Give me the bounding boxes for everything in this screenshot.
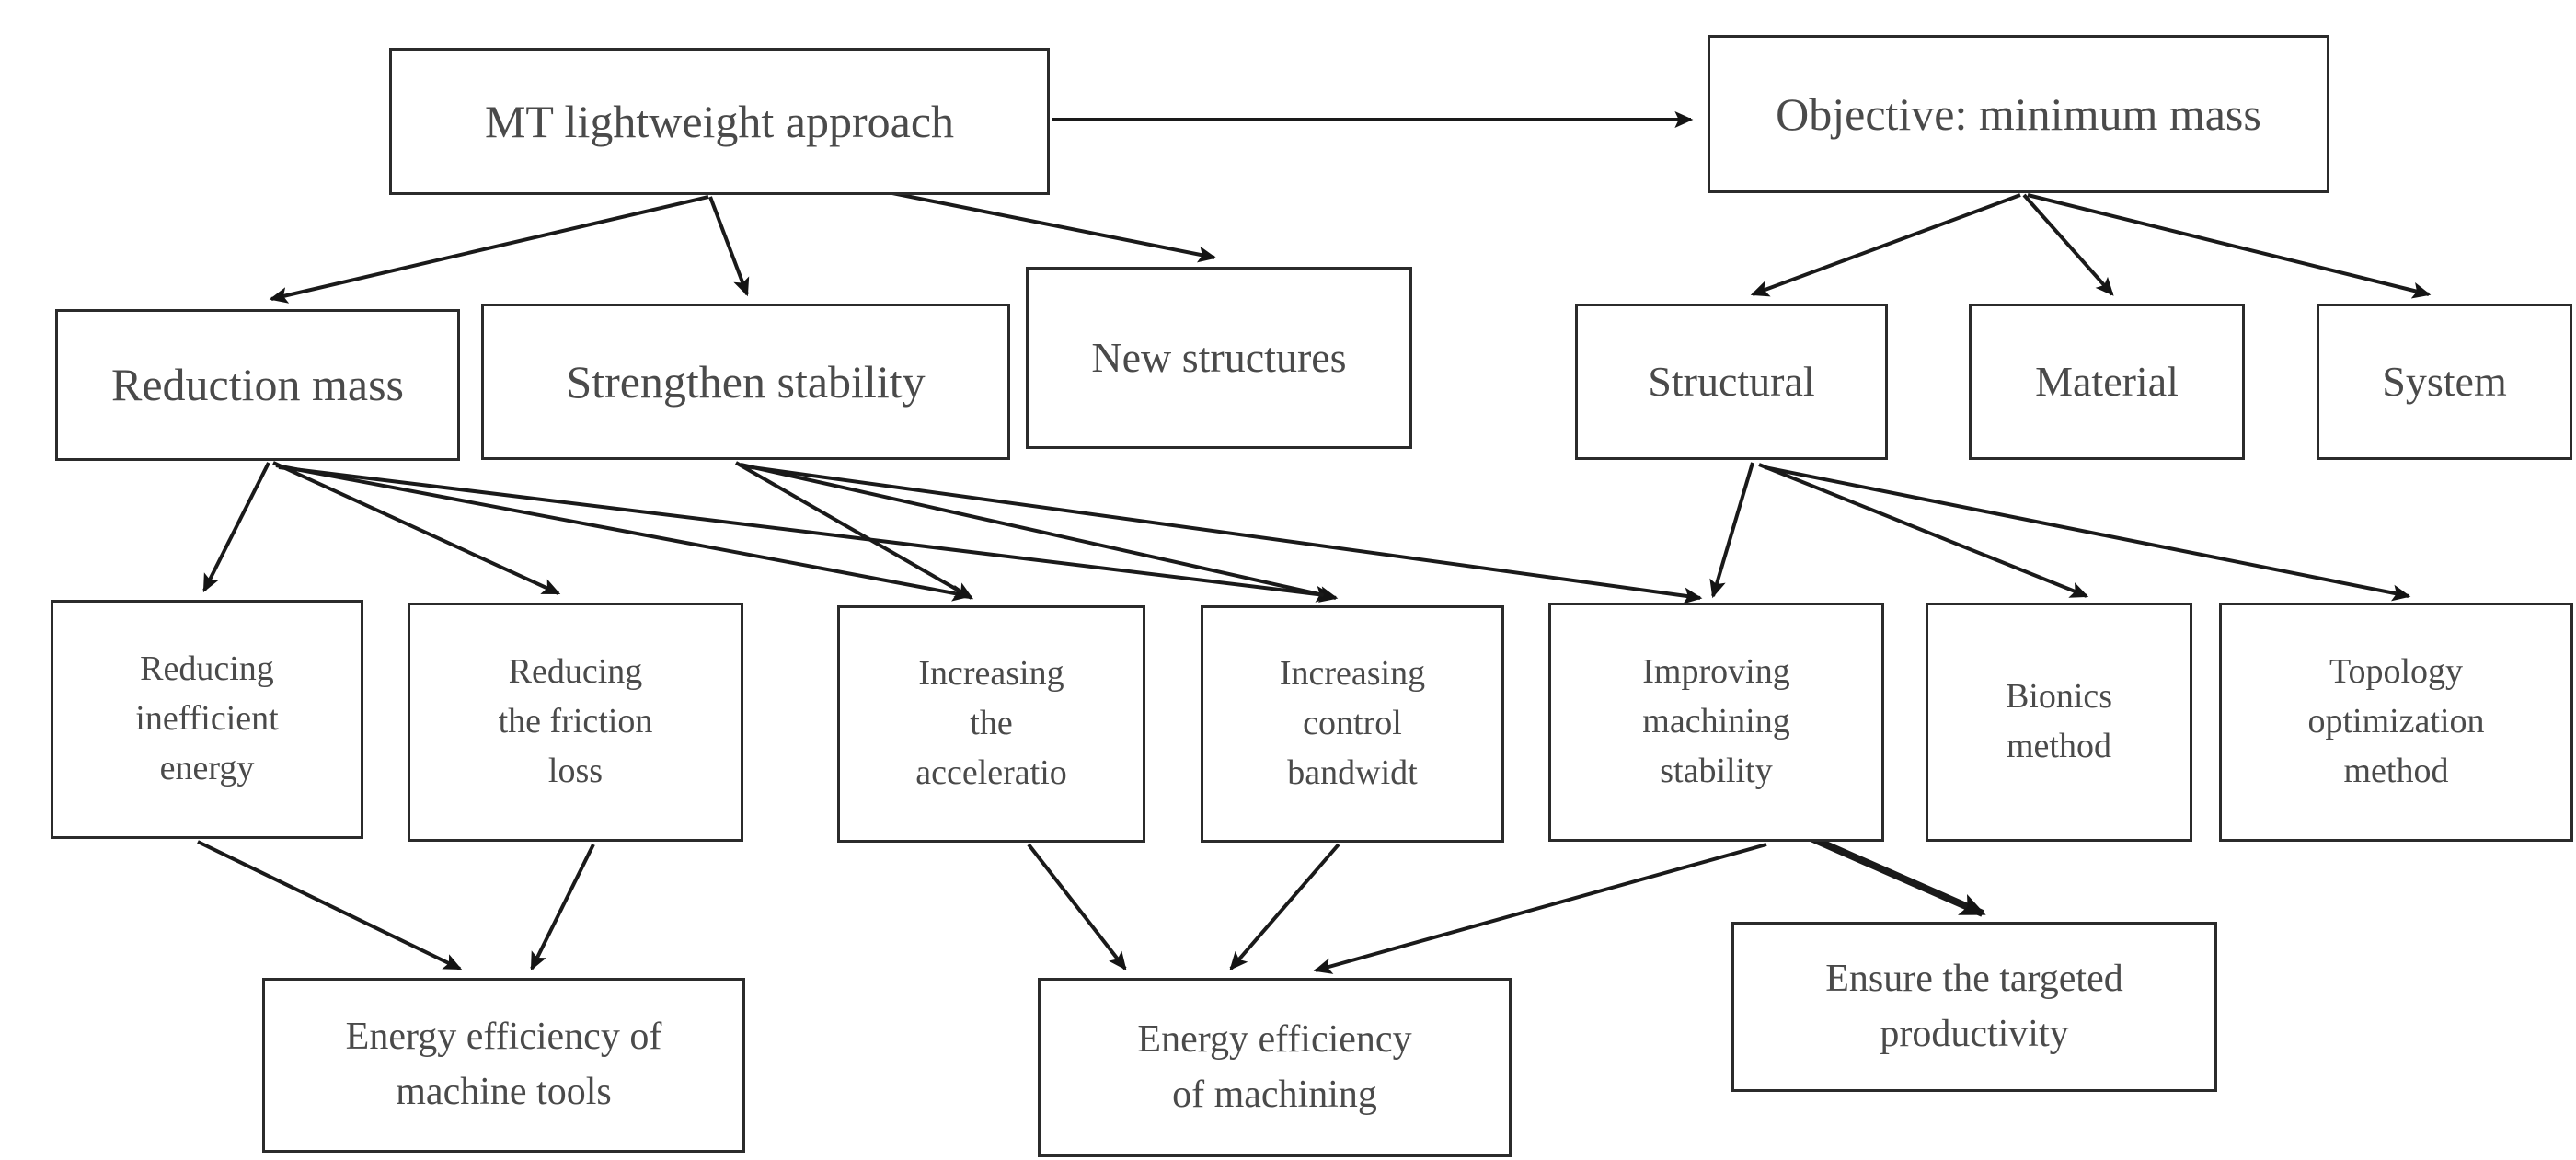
node-label-reduction-mass: Reduction mass <box>110 359 405 410</box>
edge-strengthen-to-improving-machining <box>744 465 1703 604</box>
node-energy-efficiency-machining[interactable]: Energy efficiency of machining <box>1038 978 1512 1157</box>
node-label-energy-efficiency-machine-tools: Energy efficiency of machine tools <box>345 1016 662 1113</box>
edge-objective-to-system <box>2027 193 2432 299</box>
node-label-system: System <box>2382 358 2507 406</box>
edge-improving-machining-to-energy-mach <box>1313 843 1767 974</box>
edge-mt-to-strengthen-stability <box>708 196 750 297</box>
node-label-improving-machining-stability: Improving machining stability <box>1642 652 1790 790</box>
edge-structural-to-bionics <box>1758 463 2089 598</box>
node-label-topology-optimization-method: Topology optimization method <box>2307 652 2485 790</box>
node-label-material: Material <box>2035 358 2179 406</box>
edge-strengthen-to-increasing-bandwidth <box>740 463 1339 603</box>
node-bionics-method[interactable]: Bionics method <box>1926 603 2192 842</box>
node-improving-machining-stability[interactable]: Improving machining stability <box>1548 603 1884 842</box>
node-label-energy-efficiency-machining: Energy efficiency of machining <box>1137 1017 1412 1116</box>
node-new-structures[interactable]: New structures <box>1026 267 1412 449</box>
edge-objective-to-structural <box>1750 193 2021 297</box>
node-label-bionics-method: Bionics method <box>2005 677 2113 765</box>
node-label-increasing-control-bandwidth: Increasing control bandwidt <box>1279 654 1426 792</box>
node-energy-efficiency-machine-tools[interactable]: Energy efficiency of machine tools <box>262 978 745 1153</box>
node-label-reducing-friction-loss: Reducing the friction loss <box>498 652 653 790</box>
node-objective-minimum-mass[interactable]: Objective: minimum mass <box>1708 35 2329 193</box>
edge-reduction-to-increasing-accel <box>275 464 972 602</box>
edge-reduction-to-reducing-inefficient <box>202 462 270 593</box>
edge-reducing-friction-to-energy-mt <box>530 844 595 971</box>
edge-objective-to-material <box>2022 193 2114 296</box>
node-label-structural: Structural <box>1648 358 1815 406</box>
node-strengthen-stability[interactable]: Strengthen stability <box>481 304 1010 460</box>
edge-increasing-accel-to-energy-mach <box>1027 843 1127 970</box>
node-ensure-targeted-productivity[interactable]: Ensure the targeted productivity <box>1731 922 2217 1092</box>
node-mt-lightweight-approach[interactable]: MT lightweight approach <box>389 48 1050 195</box>
node-label-mt-lightweight-approach: MT lightweight approach <box>484 95 955 147</box>
edge-reducing-inefficient-to-energy-mt <box>197 840 463 970</box>
node-label-ensure-targeted-productivity: Ensure the targeted productivity <box>1825 957 2123 1055</box>
edge-structural-to-topology <box>1764 465 2411 602</box>
edge-reduction-to-reducing-friction <box>272 461 561 595</box>
node-increasing-control-bandwidth[interactable]: Increasing control bandwidt <box>1201 605 1504 843</box>
node-label-reducing-inefficient-energy: Reducing inefficient energy <box>135 649 279 787</box>
node-material[interactable]: Material <box>1969 304 2245 460</box>
node-reducing-inefficient-energy[interactable]: Reducing inefficient energy <box>51 600 363 839</box>
node-reduction-mass[interactable]: Reduction mass <box>55 309 460 461</box>
node-label-strengthen-stability: Strengthen stability <box>566 355 926 408</box>
node-system[interactable]: System <box>2317 304 2572 460</box>
node-increasing-acceleration[interactable]: Increasing the acceleratio <box>837 605 1145 843</box>
node-label-new-structures: New structures <box>1091 334 1347 382</box>
edge-strengthen-to-increasing-accel <box>735 461 974 600</box>
edge-mt-to-reduction-mass <box>269 195 709 304</box>
node-label-objective-minimum-mass: Objective: minimum mass <box>1776 87 2261 140</box>
node-structural[interactable]: Structural <box>1575 304 1888 460</box>
node-label-increasing-acceleration: Increasing the acceleratio <box>915 654 1067 792</box>
edge-reduction-to-increasing-bandwidth <box>278 465 1335 603</box>
edge-increasing-bandwidth-to-energy-mach <box>1229 843 1340 970</box>
edge-structural-to-improving-machining <box>1709 462 1754 599</box>
edges <box>197 111 2432 974</box>
node-reducing-friction-loss[interactable]: Reducing the friction loss <box>408 603 743 842</box>
node-topology-optimization-method[interactable]: Topology optimization method <box>2219 603 2573 842</box>
